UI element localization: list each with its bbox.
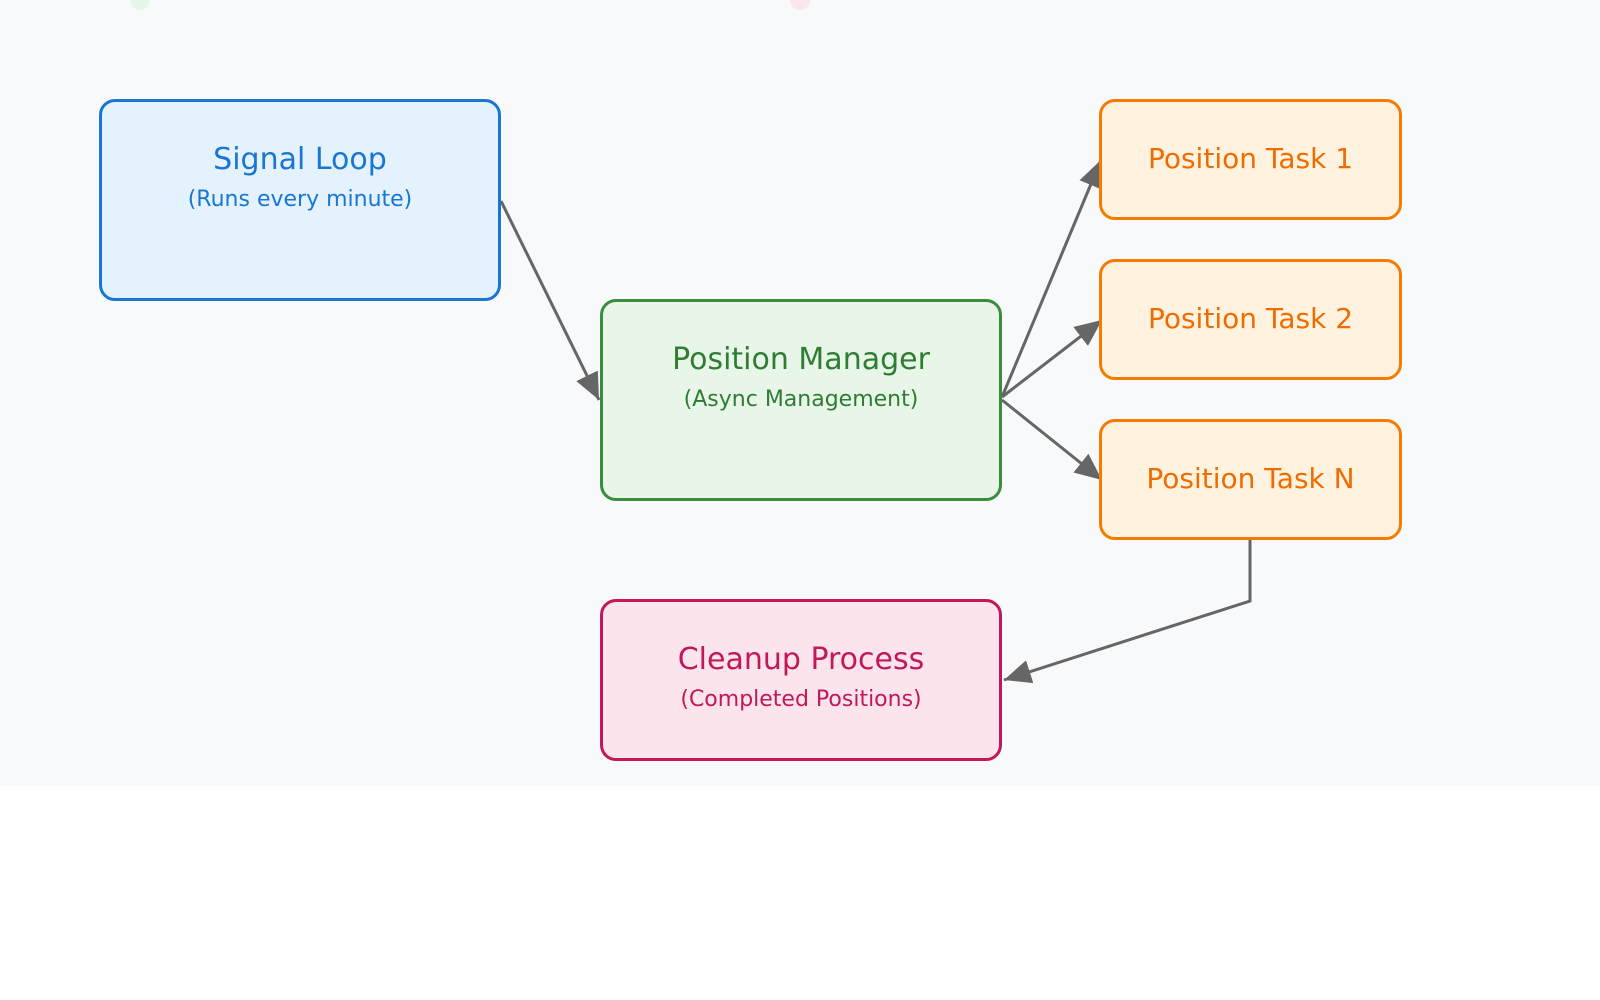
edge-position-manager-to-task-n	[1001, 398, 1103, 482]
position-task-n-node[interactable]: Position Task N	[1099, 419, 1402, 540]
green-dot-decoration	[130, 0, 150, 10]
position-task-n-title: Position Task N	[1146, 462, 1355, 495]
cleanup-process-title: Cleanup Process	[677, 642, 925, 677]
edge-position-manager-to-task-1	[1000, 159, 1103, 398]
edge-task-n-to-cleanup	[1003, 540, 1252, 684]
edge-signal-loop-to-position-manager	[499, 200, 601, 401]
position-manager-subtitle: (Async Management)	[683, 387, 919, 412]
cleanup-process-subtitle: (Completed Positions)	[680, 687, 922, 712]
signal-loop-subtitle: (Runs every minute)	[187, 187, 413, 212]
cleanup-process-node[interactable]: Cleanup Process (Completed Positions)	[600, 599, 1002, 761]
signal-loop-node[interactable]: Signal Loop (Runs every minute)	[99, 99, 501, 301]
position-task-2-title: Position Task 2	[1147, 302, 1354, 335]
position-task-1-node[interactable]: Position Task 1	[1099, 99, 1402, 220]
position-task-1-title: Position Task 1	[1147, 142, 1354, 175]
position-task-2-node[interactable]: Position Task 2	[1099, 259, 1402, 380]
position-manager-node[interactable]: Position Manager (Async Management)	[600, 299, 1002, 501]
signal-loop-title: Signal Loop	[213, 142, 387, 177]
position-manager-title: Position Manager	[672, 342, 930, 377]
edge-position-manager-to-task-2	[1001, 318, 1103, 399]
pink-dot-decoration	[790, 0, 810, 10]
